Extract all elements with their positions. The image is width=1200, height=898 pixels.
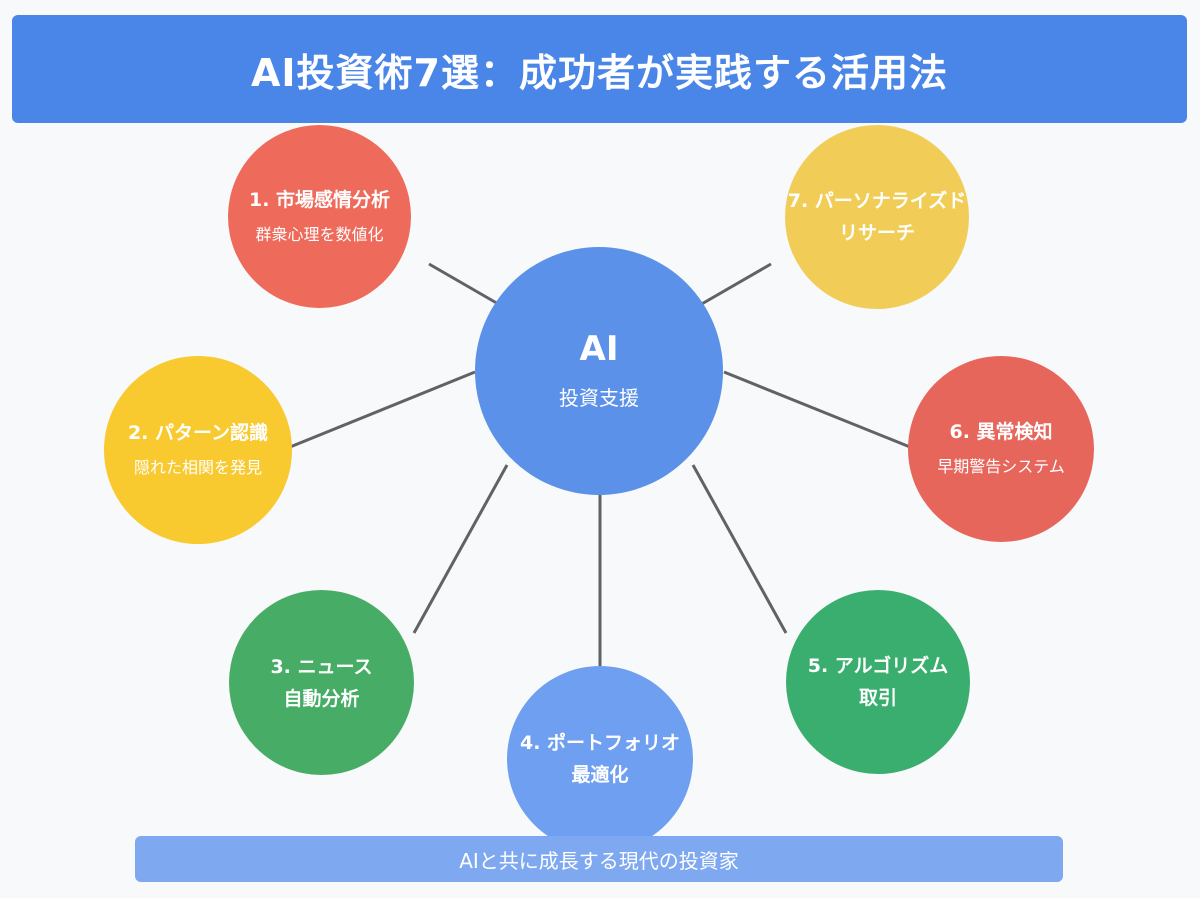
footer-text: AIと共に成長する現代の投資家 <box>459 848 739 873</box>
node-6-title: 6. 異常検知 <box>949 421 1053 443</box>
connector-2 <box>289 370 476 449</box>
connector-6 <box>723 370 911 449</box>
connector-1 <box>428 262 508 311</box>
node-personalized-research: 7. パーソナライズド リサーチ <box>785 125 969 309</box>
node-news-analysis: 3. ニュース 自動分析 <box>229 590 414 775</box>
center-title: AI <box>579 329 619 369</box>
node-4-title-line1: 4. ポートフォリオ <box>519 732 681 754</box>
node-pattern-recognition: 2. パターン認識 隠れた相関を発見 <box>104 356 292 544</box>
node-3-title-line1: 3. ニュース <box>270 655 373 678</box>
connector-3 <box>412 464 509 634</box>
node-anomaly-detection: 6. 異常検知 早期警告システム <box>908 356 1094 542</box>
node-3-title-line2: 自動分析 <box>283 687 360 710</box>
node-5-title-line1: 5. アルゴリズム <box>807 655 949 677</box>
title-banner: AI投資術7選：成功者が実践する活用法 <box>12 15 1187 123</box>
node-market-sentiment: 1. 市場感情分析 群衆心理を数値化 <box>228 125 411 308</box>
page-title: AI投資術7選：成功者が実践する活用法 <box>251 50 948 95</box>
node-2-subtitle: 隠れた相関を発見 <box>133 458 262 477</box>
node-2-title: 2. パターン認識 <box>127 422 269 444</box>
node-5-title-line2: 取引 <box>858 687 897 709</box>
node-4-title-line2: 最適化 <box>571 764 629 786</box>
node-algorithmic-trading: 5. アルゴリズム 取引 <box>786 590 970 774</box>
center-node-ai: AI 投資支援 <box>475 247 723 495</box>
node-6-subtitle: 早期警告システム <box>937 457 1065 476</box>
center-subtitle: 投資支援 <box>559 386 639 410</box>
footer-banner: AIと共に成長する現代の投資家 <box>135 836 1063 882</box>
node-7-title-line2: リサーチ <box>838 222 915 244</box>
node-1-title: 1. 市場感情分析 <box>248 188 391 211</box>
connector-5 <box>691 464 788 634</box>
node-1-subtitle: 群衆心理を数値化 <box>255 224 384 244</box>
connector-7 <box>692 262 772 311</box>
node-7-title-line1: 7. パーソナライズド <box>787 190 967 212</box>
node-portfolio-optimization: 4. ポートフォリオ 最適化 <box>507 666 693 852</box>
